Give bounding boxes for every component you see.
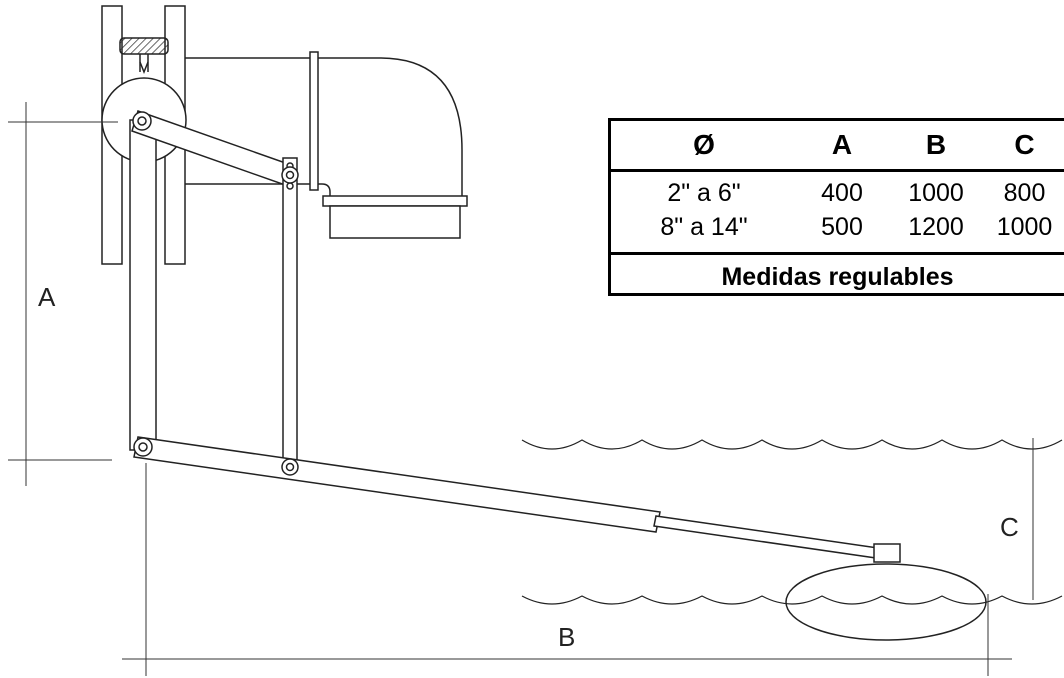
lower-water-wave (521, 595, 1063, 605)
table-footer: Medidas regulables (721, 262, 954, 291)
adjustment-knob (119, 37, 169, 55)
cell-b: 1200 (908, 212, 964, 241)
table-row: 8" a 14" 500 1200 1000 (611, 210, 1064, 244)
header-a: A (831, 129, 853, 160)
strut-pivot (281, 458, 299, 476)
dimension-b-label: B (558, 622, 576, 652)
vertical-rod (129, 119, 157, 451)
header-b: B (925, 129, 947, 160)
header-diameter: Ø (693, 129, 715, 160)
top-pivot (132, 111, 152, 131)
cell-a: 400 (821, 178, 863, 207)
link-pivot (281, 166, 299, 184)
dimension-c-label: C (1000, 512, 1019, 542)
float-arm-tube (133, 436, 661, 533)
cell-diameter: 8" a 14" (660, 212, 748, 241)
dimension-a-label: A (38, 282, 56, 312)
cell-b: 1000 (908, 178, 964, 207)
outlet-pipe (329, 205, 461, 239)
bottom-pivot (133, 437, 153, 457)
outlet-rim (322, 195, 468, 207)
table-body: 2" a 6" 400 1000 800 8" a 14" 500 1200 1… (611, 172, 1064, 255)
elbow-flange (309, 51, 319, 191)
measurements-table: Ø A B C 2" a 6" 400 1000 800 8" a 14" 50… (608, 118, 1064, 296)
adjustment-strut (282, 157, 298, 471)
float-connector (873, 543, 901, 563)
cell-a: 500 (821, 212, 863, 241)
cell-diameter: 2" a 6" (667, 178, 741, 207)
upper-water-wave (521, 439, 1063, 450)
cell-c: 800 (1003, 178, 1046, 207)
pipe-elbow (318, 57, 463, 196)
header-c: C (1014, 129, 1035, 160)
table-header-row: Ø A B C (611, 121, 1064, 172)
table-row: 2" a 6" 400 1000 800 (611, 176, 1064, 210)
float-arm-extension (653, 515, 879, 559)
cell-c: 1000 (996, 212, 1053, 241)
dimension-lines (8, 102, 1034, 676)
